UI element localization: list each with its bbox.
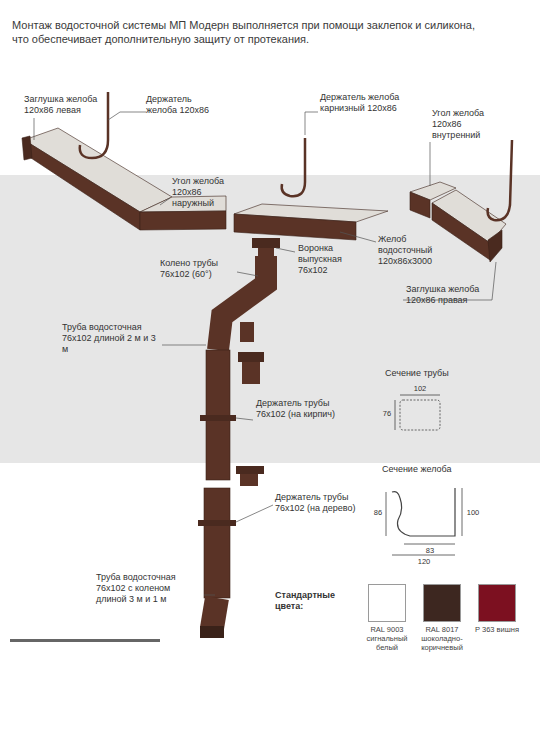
leader-lines — [34, 112, 496, 595]
section-title: Сечение желоба — [382, 464, 472, 475]
legend-text: RAL 9003 сигнальный белый — [359, 625, 415, 652]
part-label: Угол желоба 120x86 внутренний — [432, 108, 502, 141]
color-swatch — [478, 584, 516, 622]
part-label: Воронка выпускная 76x102 — [298, 243, 358, 276]
rule — [10, 639, 160, 642]
part-label: Колено трубы 76x102 (60°) — [160, 258, 236, 280]
intro-note: Монтаж водосточной системы МП Модерн вып… — [12, 18, 482, 46]
part-label: Труба водосточная 76x102 длиной 2 м и 3 … — [62, 322, 162, 355]
section-title: Сечение трубы — [385, 368, 475, 379]
legend-item: P 363 вишня — [469, 584, 525, 634]
part-label: Заглушка желоба 120x86 правая — [406, 284, 501, 306]
legend-item: RAL 9003 сигнальный белый — [359, 584, 415, 652]
dimension: 86 — [371, 508, 385, 517]
part-label: Держатель трубы 76x102 (на кирпич) — [256, 398, 352, 420]
legend-heading: Стандартные цвета: — [275, 590, 347, 612]
dimension: 120 — [409, 557, 439, 566]
part-label: Труба водосточная 76x102 с коленом длино… — [96, 572, 202, 605]
part-label: Желоб водосточный 120x86x3000 — [378, 234, 463, 267]
cross-sections — [386, 395, 462, 555]
part-label: Угол желоба 120x86 наружный — [172, 176, 244, 209]
part-label: Заглушка желоба 120x86 левая — [24, 94, 112, 116]
dimension: 102 — [405, 384, 435, 393]
legend-text: RAL 8017 шоколадно-коричневый — [414, 625, 470, 652]
color-swatch — [423, 584, 461, 622]
grey-band — [0, 175, 540, 463]
legend-item: RAL 8017 шоколадно-коричневый — [414, 584, 470, 652]
gutters — [22, 128, 506, 262]
downpipe — [198, 238, 280, 638]
dimension: 76 — [380, 409, 394, 418]
part-label: Держатель трубы 76x102 (на дерево) — [275, 492, 371, 514]
legend-text: P 363 вишня — [469, 625, 525, 634]
color-swatch — [368, 584, 406, 622]
dimension: 83 — [415, 546, 445, 555]
part-label: Держатель желоба 120x86 — [146, 94, 224, 116]
gutter-holders — [80, 92, 512, 220]
dimension: 100 — [464, 508, 482, 517]
part-label: Держатель желоба карнизный 120x86 — [320, 92, 420, 114]
